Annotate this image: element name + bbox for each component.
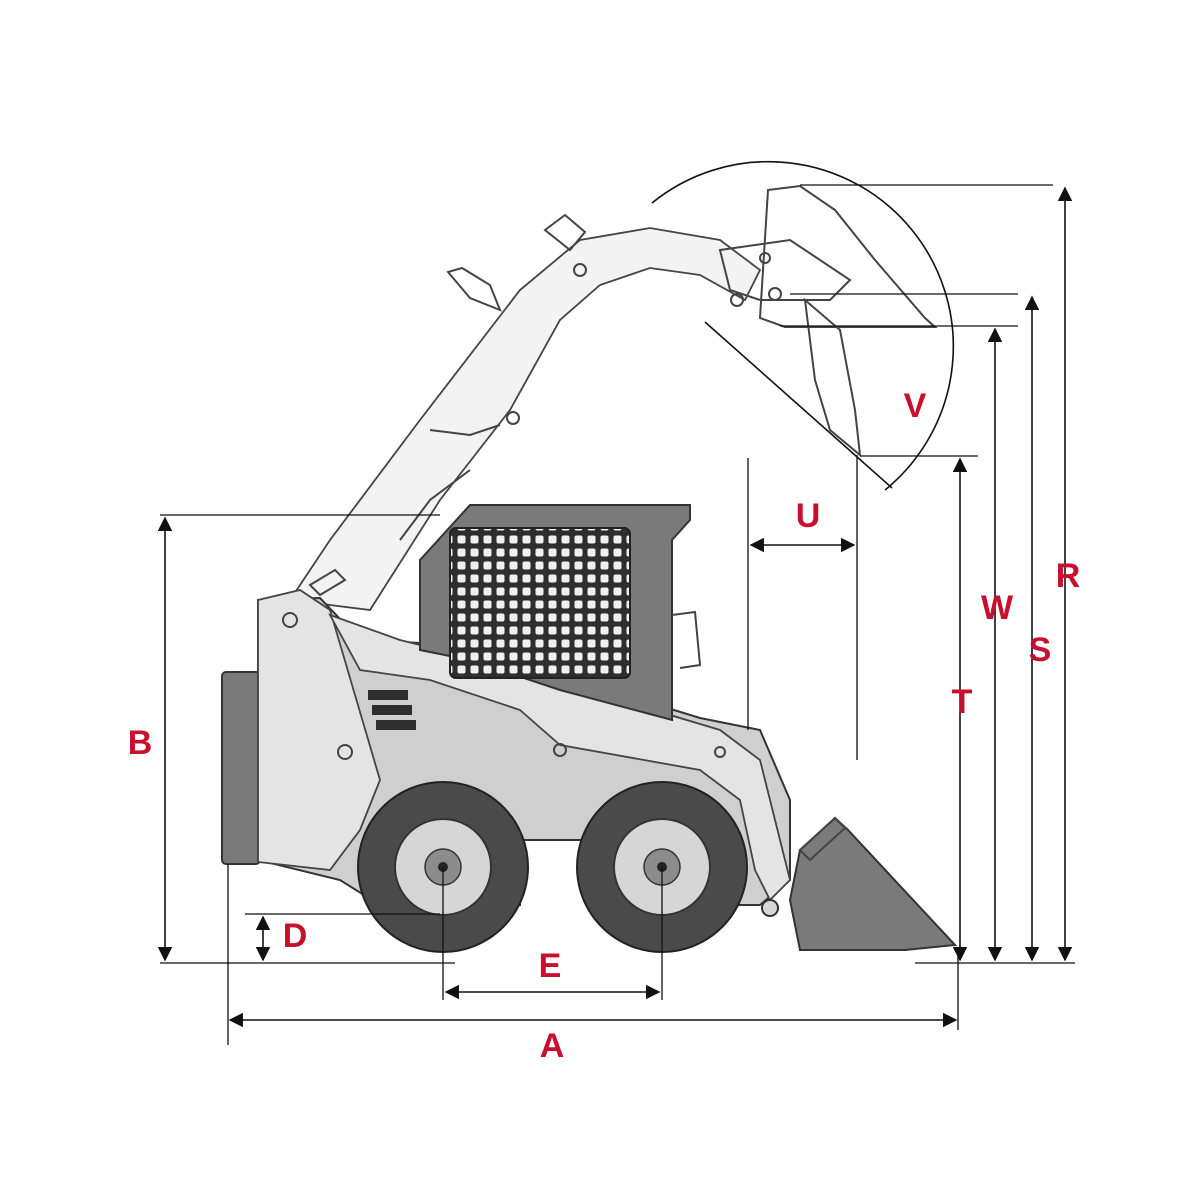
engine-vents xyxy=(368,690,416,730)
label-V: V xyxy=(904,387,927,425)
dump-angle-line xyxy=(704,321,893,489)
dump-angle-arc xyxy=(651,160,955,491)
raised-bucket xyxy=(718,184,938,458)
label-E: E xyxy=(539,947,562,985)
dimension-lines xyxy=(157,160,1075,1045)
rear-counterweight xyxy=(221,671,261,865)
arm-tower xyxy=(257,589,381,871)
dimension-labels: A B D E R S T U V W xyxy=(128,387,1081,1065)
label-U: U xyxy=(796,497,821,535)
label-R: R xyxy=(1056,557,1081,595)
operator-cab xyxy=(419,504,702,722)
label-T: T xyxy=(952,683,973,721)
lowered-bucket xyxy=(761,816,958,951)
label-B: B xyxy=(128,724,153,762)
label-S: S xyxy=(1029,631,1052,669)
label-D: D xyxy=(283,917,308,955)
label-W: W xyxy=(981,589,1014,627)
label-A: A xyxy=(540,1027,565,1065)
cab-guard-grill xyxy=(449,527,631,679)
skid-steer-loader xyxy=(221,184,958,953)
